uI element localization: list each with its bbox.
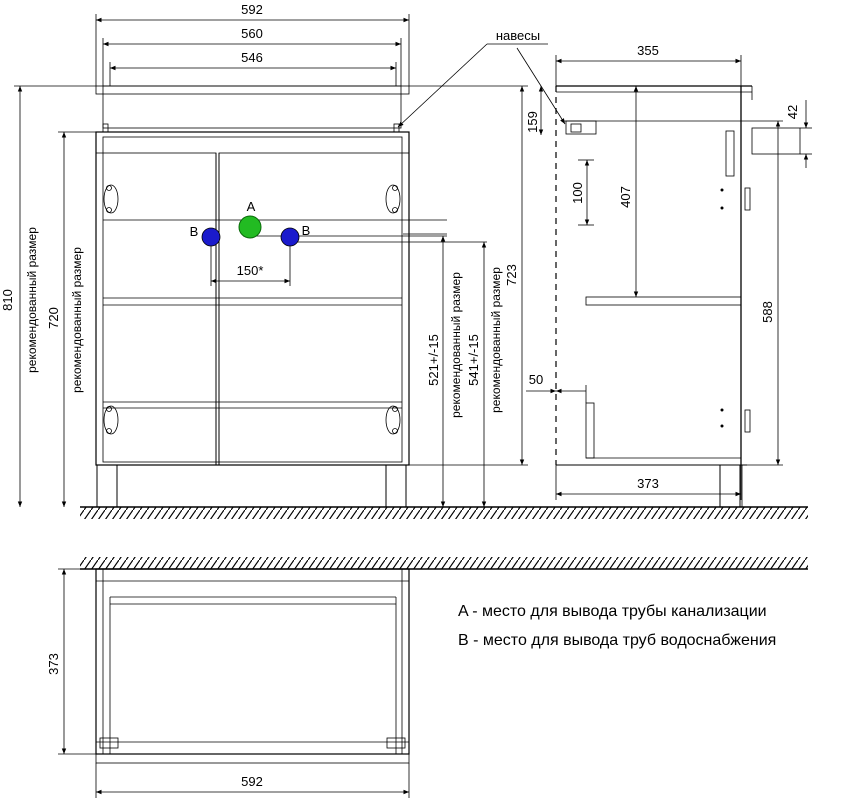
- dim-height-541: 541+/-15: [466, 334, 481, 386]
- side-view: навесы 35: [397, 28, 812, 508]
- dim-plan-width: 592: [241, 774, 263, 789]
- dim-total-width: 592: [241, 2, 263, 17]
- side-shelf: [585, 296, 742, 306]
- basin-rim: [102, 85, 402, 129]
- water-supply-point-b-right: [280, 227, 300, 247]
- top-panel: [95, 85, 410, 95]
- dim-height-723: 723: [504, 264, 519, 286]
- hinge-icon: [103, 405, 119, 435]
- label-recommended-720: рекомендованный размер: [70, 247, 84, 393]
- label-point-a: A: [247, 199, 256, 214]
- dim-inner-width: 560: [241, 26, 263, 41]
- dim-plan-depth: 373: [46, 653, 61, 675]
- plan-view: 373 592: [46, 557, 808, 798]
- plan-door-edge: [95, 753, 410, 764]
- legend-a: A - место для вывода трубы канализации: [458, 603, 767, 620]
- cabinet-body: [95, 131, 410, 466]
- label-recommended-810: рекомендованный размер: [25, 227, 39, 373]
- label-hinges: навесы: [496, 28, 540, 43]
- dim-h42: 42: [785, 105, 800, 119]
- label-recommended-521: рекомендованный размер: [449, 272, 463, 418]
- dim-height-720: 720: [46, 307, 61, 329]
- legend-b: B - место для вывода труб водоснабжения: [458, 632, 776, 649]
- dim-h50: 50: [529, 372, 543, 387]
- dim-h588: 588: [760, 301, 775, 323]
- hinge-icon: [103, 184, 119, 214]
- dim-h407: 407: [618, 186, 633, 208]
- wall-hatch: [80, 557, 808, 569]
- dim-bottom-depth: 373: [637, 476, 659, 491]
- dim-height-521: 521+/-15: [426, 334, 441, 386]
- dim-pipe-spacing: 150*: [237, 263, 264, 278]
- dim-h100: 100: [570, 182, 585, 204]
- dim-top-depth: 355: [637, 43, 659, 58]
- drain-pipe: [751, 127, 801, 155]
- dim-height-total: 810: [0, 289, 15, 311]
- front-view: 592 560 546 810 рекомендованный размер 7…: [0, 2, 808, 519]
- dim-h159: 159: [525, 111, 540, 133]
- leg-right: [385, 464, 407, 508]
- leg-left: [96, 464, 118, 508]
- dim-top-width: 546: [241, 50, 263, 65]
- hinge-icon: [385, 405, 401, 435]
- right-door: [218, 152, 410, 466]
- legend: A - место для вывода трубы канализации B…: [458, 603, 776, 649]
- sewer-outlet-point-a: [238, 215, 262, 239]
- left-door: [95, 152, 217, 466]
- label-point-b-left: B: [190, 224, 199, 239]
- floor-hatch: [80, 507, 808, 519]
- water-supply-point-b-left: [201, 227, 221, 247]
- label-point-b-right: B: [302, 223, 311, 238]
- hinge-icon: [385, 184, 401, 214]
- label-recommended-541: рекомендованный размер: [489, 267, 503, 413]
